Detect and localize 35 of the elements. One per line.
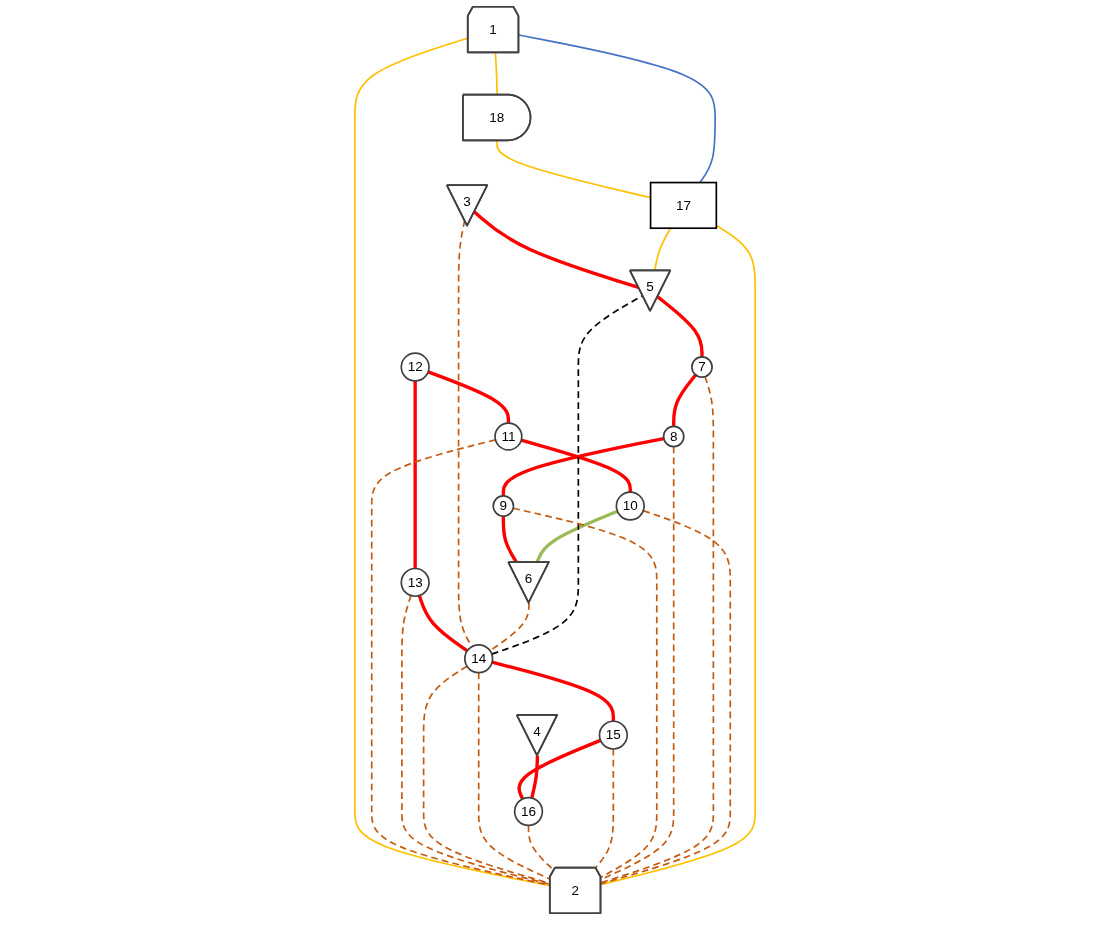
connector bbox=[494, 51, 498, 96]
connector bbox=[600, 375, 715, 884]
connector bbox=[594, 748, 615, 869]
node-circle: 12 bbox=[400, 352, 430, 382]
connector bbox=[656, 295, 704, 357]
connector bbox=[501, 436, 665, 496]
node-circle: 10 bbox=[615, 491, 645, 521]
connector bbox=[600, 224, 757, 886]
node-circle: 13 bbox=[400, 567, 430, 598]
node-box: 17 bbox=[649, 181, 718, 230]
connector bbox=[370, 438, 552, 887]
node-circle: 14 bbox=[464, 644, 494, 674]
node-circle: 16 bbox=[513, 796, 544, 827]
connector bbox=[353, 37, 552, 887]
node-circle: 11 bbox=[494, 422, 523, 451]
connector bbox=[417, 595, 469, 653]
node-circle: 9 bbox=[492, 495, 515, 517]
connector bbox=[600, 509, 732, 885]
node-circle: 8 bbox=[662, 425, 685, 448]
node-circle: 7 bbox=[691, 356, 713, 378]
connector bbox=[653, 227, 672, 272]
connector bbox=[518, 34, 716, 184]
connector bbox=[491, 660, 616, 722]
connector bbox=[517, 738, 602, 800]
connector bbox=[600, 445, 675, 881]
connector bbox=[427, 370, 511, 424]
connector bbox=[530, 755, 540, 799]
connector bbox=[535, 509, 619, 564]
node-circle: 15 bbox=[598, 720, 629, 750]
connector bbox=[489, 602, 530, 652]
connector bbox=[672, 373, 697, 427]
connector bbox=[501, 516, 519, 564]
connector bbox=[520, 438, 632, 493]
connector bbox=[473, 210, 640, 290]
connector bbox=[413, 380, 417, 569]
